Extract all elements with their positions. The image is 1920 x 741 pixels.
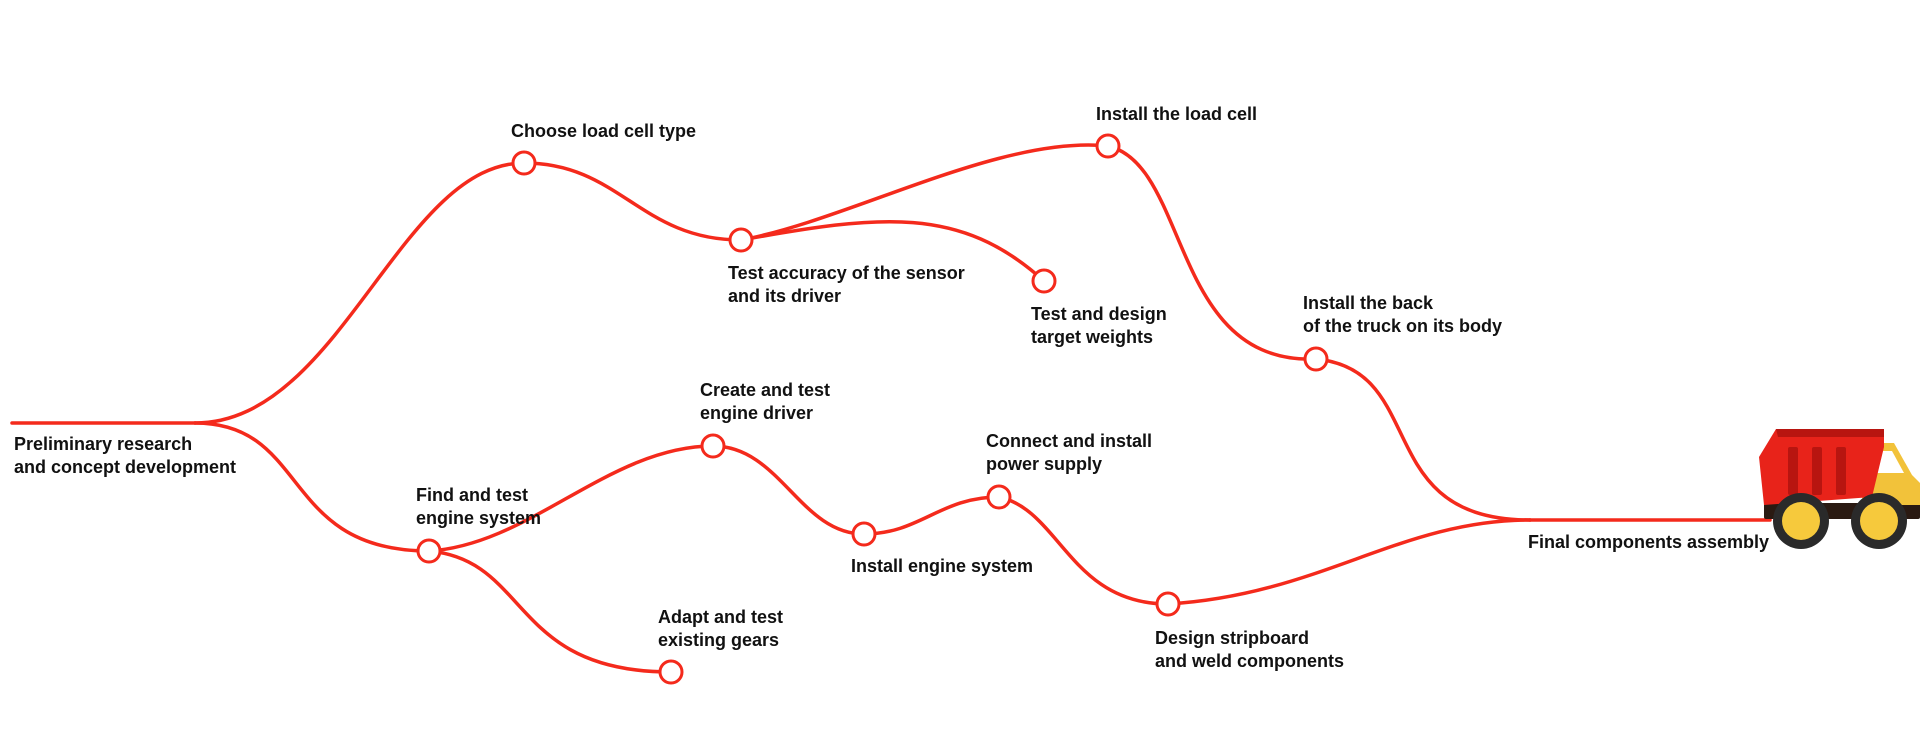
label-install-back: Install the back of the truck on its bod…: [1303, 293, 1503, 336]
path-to-test-design-weights: [739, 219, 1046, 283]
path-to-design-stripboard: [997, 495, 1170, 606]
path-to-find-engine: [193, 421, 431, 553]
path-install-back-to-final: [1314, 357, 1532, 522]
node-choose-load-cell: [511, 150, 537, 176]
node-test-design-weights: [1031, 268, 1057, 294]
path-to-choose-load-cell: [193, 161, 526, 425]
path-stripboard-to-final: [1166, 518, 1532, 606]
path-to-install-back: [1106, 144, 1318, 361]
node-create-engine-driver: [700, 433, 726, 459]
label-adapt-gears: Adapt and test existing gears: [658, 607, 784, 650]
path-to-connect-power: [862, 495, 1001, 536]
label-final-assembly: Final components assembly: [1528, 532, 1770, 552]
node-install-back: [1303, 346, 1329, 372]
label-install-engine: Install engine system: [851, 556, 1034, 576]
node-design-stripboard: [1155, 591, 1181, 617]
label-connect-power: Connect and install power supply: [986, 431, 1153, 474]
label-create-engine-driver: Create and test engine driver: [700, 380, 831, 423]
path-to-test-accuracy: [522, 161, 743, 242]
path-to-install-engine: [711, 444, 866, 536]
label-test-design-weights: Test and design target weights: [1031, 304, 1167, 347]
node-install-load-cell: [1095, 133, 1121, 159]
node-test-accuracy: [728, 227, 754, 253]
node-install-engine: [851, 521, 877, 547]
label-test-accuracy: Test accuracy of the sensor and its driv…: [728, 263, 965, 306]
label-install-load-cell: Install the load cell: [1096, 104, 1258, 124]
node-adapt-gears: [658, 659, 684, 685]
label-choose-load-cell: Choose load cell type: [511, 121, 697, 141]
path-to-create-engine-driver: [427, 444, 715, 553]
label-find-engine: Find and test engine system: [416, 485, 542, 528]
dump-truck-icon: [1759, 429, 1920, 549]
node-connect-power: [986, 484, 1012, 510]
roadmap-nodes: [416, 133, 1329, 685]
path-to-install-load-cell: [739, 143, 1110, 242]
path-to-adapt-gears: [427, 549, 673, 674]
node-find-engine: [416, 538, 442, 564]
label-preliminary: Preliminary research and concept develop…: [14, 434, 237, 477]
label-design-stripboard: Design stripboard and weld components: [1155, 628, 1345, 671]
roadmap-paths: [10, 143, 1772, 674]
